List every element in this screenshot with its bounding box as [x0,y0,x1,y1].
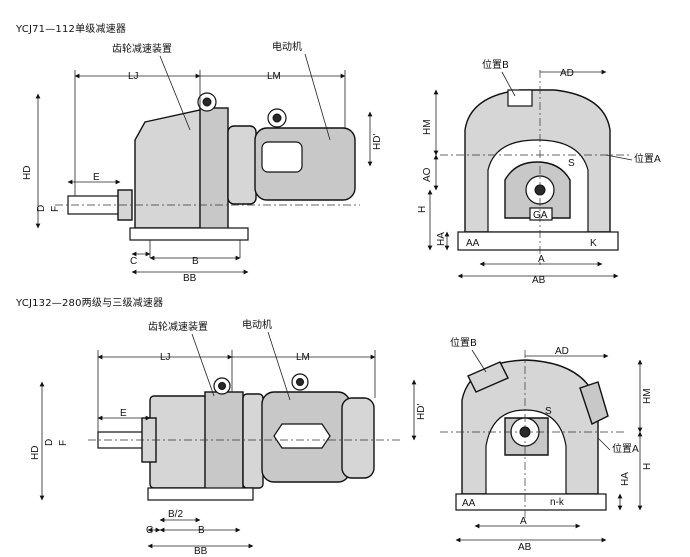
dim-lj-bottom: LJ [160,352,171,363]
top-front-view: 位置B 位置A AD HM AO H HA S GA AA K A AB [417,58,661,286]
dim-b-half-bottom: B/2 [168,509,183,520]
dim-f-top: F [50,206,61,212]
dim-hd-top: HD [22,166,33,180]
dim-b-top: B [192,256,199,267]
dim-aa-bottom: AA [462,498,476,509]
bottom-gearbox-stage2 [204,391,244,493]
bottom-terminal-box [273,423,331,449]
bottom-front-base [455,493,607,511]
dim-d-bottom: D [44,439,55,446]
dim-ab-top: AB [532,275,546,286]
dim-lm-bottom: LM [296,352,310,363]
top-ga-box [529,207,553,221]
top-gearbox-flange [199,107,229,231]
dim-aa-top: AA [466,238,480,249]
top-side-view: LJ LM HD HD' E D F C B BB 齿轮减速装置 电动机 [22,40,383,284]
dim-hd-prime-top: HD' [372,134,383,150]
top-motor-flange [227,125,257,205]
dim-lm-top: LM [267,71,281,82]
dim-nk-bottom: n-k [550,497,565,508]
top-front-base [457,231,619,251]
label-motor-bottom: 电动机 [242,318,272,331]
dim-a-top: A [538,254,545,265]
bottom-gearbox-stage1 [149,395,213,489]
dim-e-bottom: E [120,408,127,419]
dim-f-bottom: F [58,440,69,446]
dim-s-top: S [568,158,575,169]
label-pos-b-top: 位置B [482,58,509,71]
dim-a-bottom: A [520,516,527,527]
dim-h-bottom: H [642,463,653,470]
bottom-side-view: LJ LM HD HD' E D F C B/2 B BB 齿轮减速装置 电动机 [30,318,427,557]
dim-h-top: H [417,206,428,213]
dim-ao-top: AO [422,167,433,182]
dim-hm-top: HM [422,119,433,135]
dim-hd-prime-bottom: HD' [416,404,427,420]
label-pos-a-bottom: 位置A [612,442,639,455]
dim-ab-bottom: AB [518,542,532,553]
dim-e-top: E [93,172,100,183]
top-base [129,227,249,241]
dim-ga-top: GA [533,210,548,221]
title-single-stage: YCJ71—112单级减速器 [16,24,127,35]
title-multi-stage: YCJ132—280两级与三级减速器 [16,298,164,309]
dim-hd-bottom: HD [30,446,41,460]
label-pos-b-bottom: 位置B [450,336,477,349]
dim-c-top: C [130,256,137,267]
bottom-front-terminal [467,361,509,393]
dim-d-top: D [36,205,47,212]
dim-k-top: K [590,238,597,249]
bottom-motor-flange [242,393,264,489]
dim-lj-top: LJ [128,71,139,82]
top-front-terminal [507,89,533,107]
dim-c-bottom: C [146,525,153,536]
dim-b-bottom: B [198,525,205,536]
label-pos-a-top: 位置A [634,152,661,165]
label-reducer-bottom: 齿轮减速装置 [148,320,208,333]
dim-ad-top: AD [560,68,574,79]
bottom-motor-fan [341,397,375,479]
dim-bb-top: BB [183,273,197,284]
bottom-front-fan [579,381,609,425]
dim-bb-bottom: BB [194,546,208,557]
label-motor-top: 电动机 [272,40,302,53]
dim-hm-bottom: HM [642,388,653,404]
dim-s-bottom: S [545,406,552,417]
dim-ha-top: HA [436,232,447,246]
bottom-base [147,487,254,501]
top-terminal-box [261,141,303,173]
dim-ha-bottom: HA [620,472,631,486]
label-reducer-top: 齿轮减速装置 [112,42,172,55]
bottom-front-view: 位置B 位置A AD HM H HA S AA n-k A AB [440,336,653,553]
dim-ad-bottom: AD [555,346,569,357]
